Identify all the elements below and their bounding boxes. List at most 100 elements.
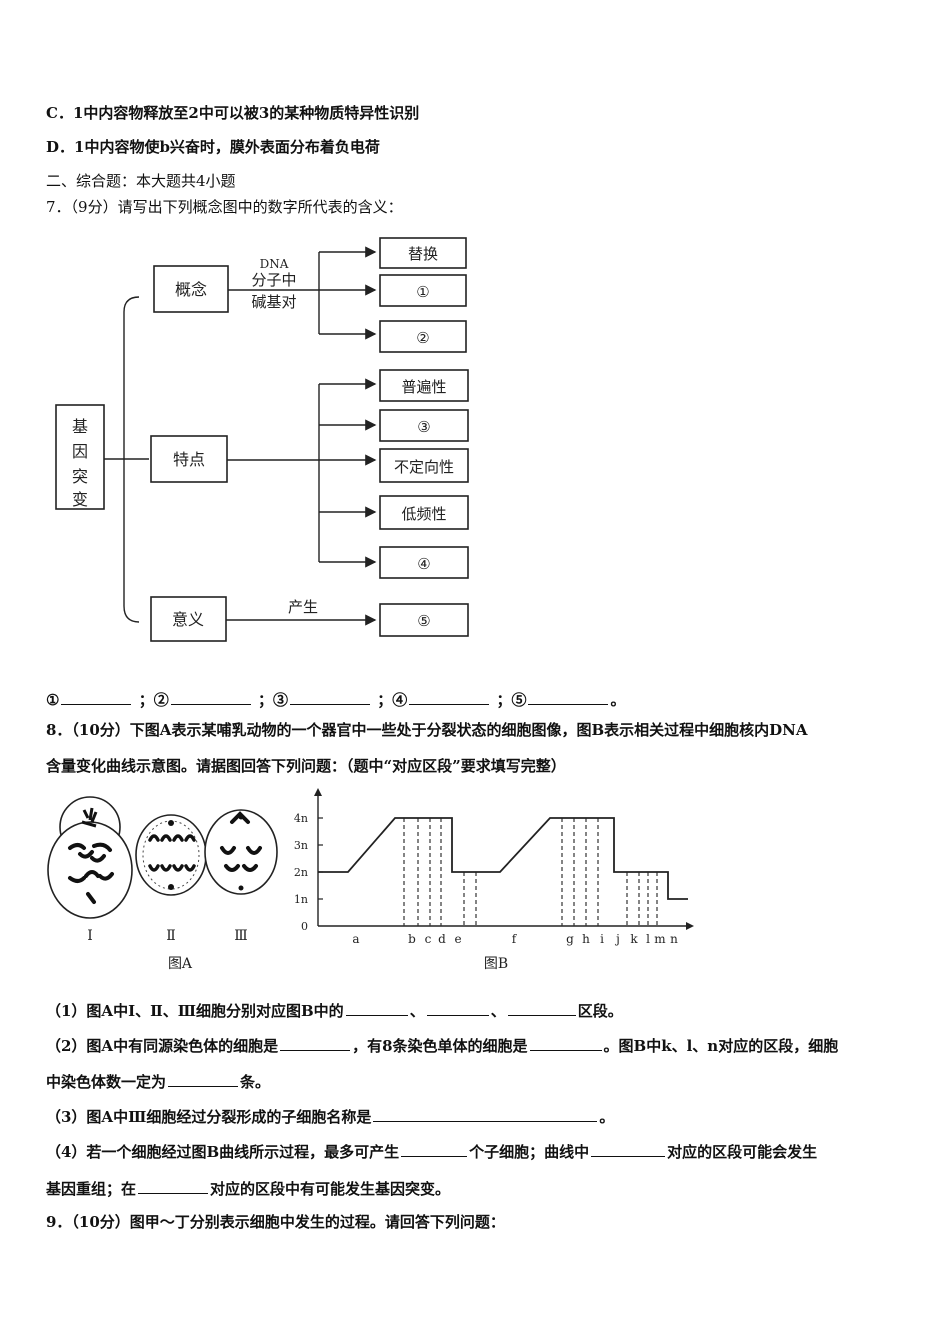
- edge-label-basepair: 碱基对: [251, 293, 296, 311]
- x-segment-label: l: [646, 932, 650, 946]
- q8-p2-blank-1[interactable]: [280, 1034, 351, 1051]
- x-segment-label: a: [352, 932, 359, 946]
- q8-p4-blank-2[interactable]: [591, 1140, 666, 1157]
- target-2: ②: [416, 329, 429, 347]
- target-substitution: 替换: [408, 245, 438, 263]
- node-concept: 概念: [175, 280, 207, 299]
- answer-label-5: ；⑤: [496, 691, 527, 709]
- x-segment-label: d: [438, 932, 446, 946]
- q8-p2-text-d: 中染色体数一定为: [46, 1073, 167, 1091]
- answer-blank-5[interactable]: [528, 688, 609, 705]
- target-box-3: [379, 320, 467, 353]
- q8-p3-text-a: （3）图A中Ⅲ细胞经过分裂形成的子细胞名称是: [46, 1108, 372, 1126]
- q8-p3-text-b: 。: [599, 1108, 615, 1126]
- edge-label-molecule: 分子中: [251, 271, 296, 289]
- target-box-1: [379, 237, 467, 269]
- x-segment-label: g: [566, 932, 574, 946]
- answer-label-2: ；②: [138, 691, 169, 709]
- concept-map: 基 因 突 变 概念 特点 意义 DNA 分子中 碱基对 替换 ① ② 普遍性 …: [55, 237, 469, 642]
- question-8-stem-2: 含量变化曲线示意图。请据图回答下列问题：（题中“对应区段”要求填写完整）: [46, 757, 566, 775]
- x-segment-label: b: [408, 932, 416, 946]
- answer-blank-1[interactable]: [61, 688, 132, 705]
- q9-stem-text: 9．（10分）图甲～丁分别表示细胞中发生的过程。请回答下列问题：: [46, 1213, 505, 1231]
- q8-p4-text-a: （4）若一个细胞经过图B曲线所示过程，最多可产生: [46, 1143, 400, 1161]
- figure-a-caption: 图A: [168, 956, 193, 972]
- q8-part-2-cont: 中染色体数一定为 条。: [46, 1070, 270, 1092]
- q8-p1-text-c: 、: [490, 1002, 506, 1020]
- q8-p3-blank[interactable]: [373, 1105, 598, 1122]
- section-heading: 二、综合题：本大题共4小题: [46, 172, 236, 190]
- node-feature-box: [150, 435, 228, 483]
- cell-label-3: Ⅲ: [234, 928, 248, 944]
- q8-p4-blank-3[interactable]: [138, 1177, 209, 1194]
- target-nondirectional: 不定向性: [394, 458, 454, 476]
- target-box-5: [379, 409, 469, 442]
- y-tick-label: 4n: [294, 812, 308, 825]
- target-lowfreq: 低频性: [401, 505, 446, 523]
- q8-p2-text-a: （2）图A中有同源染色体的细胞是: [46, 1037, 279, 1055]
- q8-p1-blank-3[interactable]: [507, 999, 576, 1016]
- answer-blank-4[interactable]: [409, 688, 490, 705]
- target-box-2: [379, 274, 467, 307]
- x-segment-label: h: [582, 932, 590, 946]
- x-segment-label: j: [614, 932, 620, 946]
- cell-1: [47, 796, 133, 919]
- q8-p4-text-d: 基因重组；在: [46, 1180, 137, 1198]
- root-char-1: 基: [72, 417, 88, 436]
- root-node-box: [55, 404, 105, 510]
- answer-label-3: ；③: [257, 691, 288, 709]
- q8-p2-text-b: ，有8条染色单体的细胞是: [352, 1037, 528, 1055]
- question-8-stem-1: 8．（10分）下图A表示某哺乳动物的一个器官中一些处于分裂状态的细胞图像，图B表…: [46, 720, 808, 740]
- answer-blank-2[interactable]: [170, 688, 251, 705]
- q8-part-3: （3）图A中Ⅲ细胞经过分裂形成的子细胞名称是 。: [46, 1105, 614, 1127]
- target-3: ③: [417, 418, 430, 436]
- q8-p4-text-e: 对应的区段中有可能发生基因突变。: [210, 1180, 451, 1198]
- x-segment-label: n: [670, 932, 678, 946]
- q8-p2-blank-3[interactable]: [168, 1070, 239, 1087]
- q8-p4-text-c: 对应的区段可能会发生: [667, 1143, 818, 1161]
- root-char-4: 变: [72, 490, 88, 509]
- q8-p1-text-d: 区段。: [577, 1002, 623, 1020]
- x-segment-label: f: [512, 932, 518, 946]
- target-5: ⑤: [417, 612, 430, 630]
- option-d: D．1中内容物使b兴奋时，膜外表面分布着负电荷: [46, 138, 380, 156]
- q8-p2-text-e: 条。: [240, 1073, 271, 1091]
- target-box-6: [379, 448, 469, 483]
- target-box-4: [379, 369, 469, 402]
- x-segment-label: k: [630, 932, 638, 946]
- q8-p2-text-c: 。图B中k、l、n对应的区段，细胞: [603, 1037, 839, 1055]
- cell-3: [204, 809, 278, 895]
- answer-blank-3[interactable]: [289, 688, 370, 705]
- x-segment-label: e: [454, 932, 461, 946]
- q8-part-4-cont: 基因重组；在 对应的区段中有可能发生基因突变。: [46, 1177, 450, 1199]
- q8-p1-blank-1[interactable]: [345, 999, 408, 1016]
- q8-p1-text-a: （1）图A中Ⅰ、Ⅱ、Ⅲ细胞分别对应图B中的: [46, 1002, 344, 1020]
- question-7-stem: 7．（9分）请写出下列概念图中的数字所代表的含义：: [46, 198, 403, 216]
- q8-p1-blank-2[interactable]: [426, 999, 489, 1016]
- cell-label-2: Ⅱ: [166, 928, 176, 944]
- edge-label-dna: DNA: [260, 257, 289, 271]
- target-box-7: [379, 495, 469, 530]
- q8-part-2: （2）图A中有同源染色体的细胞是 ，有8条染色单体的细胞是 。图B中k、l、n对应的…: [46, 1034, 838, 1056]
- y-tick-label: 2n: [294, 866, 308, 879]
- node-meaning-box: [150, 596, 227, 642]
- edge-label-produce: 产生: [288, 598, 318, 616]
- question-7-answers: ① ；② ；③ ；④ ；⑤。: [46, 688, 625, 710]
- y-tick-label: 3n: [294, 839, 308, 852]
- target-4: ④: [417, 555, 430, 573]
- target-box-8: [379, 546, 469, 579]
- q8-p1-text-b: 、: [409, 1002, 425, 1020]
- option-c: C．1中内容物释放至2中可以被3的某种物质特异性识别: [46, 104, 420, 122]
- target-1: ①: [416, 283, 429, 301]
- question-9-stem: 9．（10分）图甲～丁分别表示细胞中发生的过程。请回答下列问题：: [46, 1212, 505, 1232]
- root-char-3: 突: [72, 467, 88, 486]
- dna-curve: [318, 817, 688, 900]
- answer-label-1: ①: [46, 691, 60, 709]
- node-meaning: 意义: [172, 610, 204, 629]
- node-feature: 特点: [173, 450, 205, 469]
- q8-p2-blank-2[interactable]: [529, 1034, 602, 1051]
- root-char-2: 因: [72, 442, 88, 461]
- q8-p4-blank-1[interactable]: [401, 1140, 468, 1157]
- cell-2: [135, 814, 207, 896]
